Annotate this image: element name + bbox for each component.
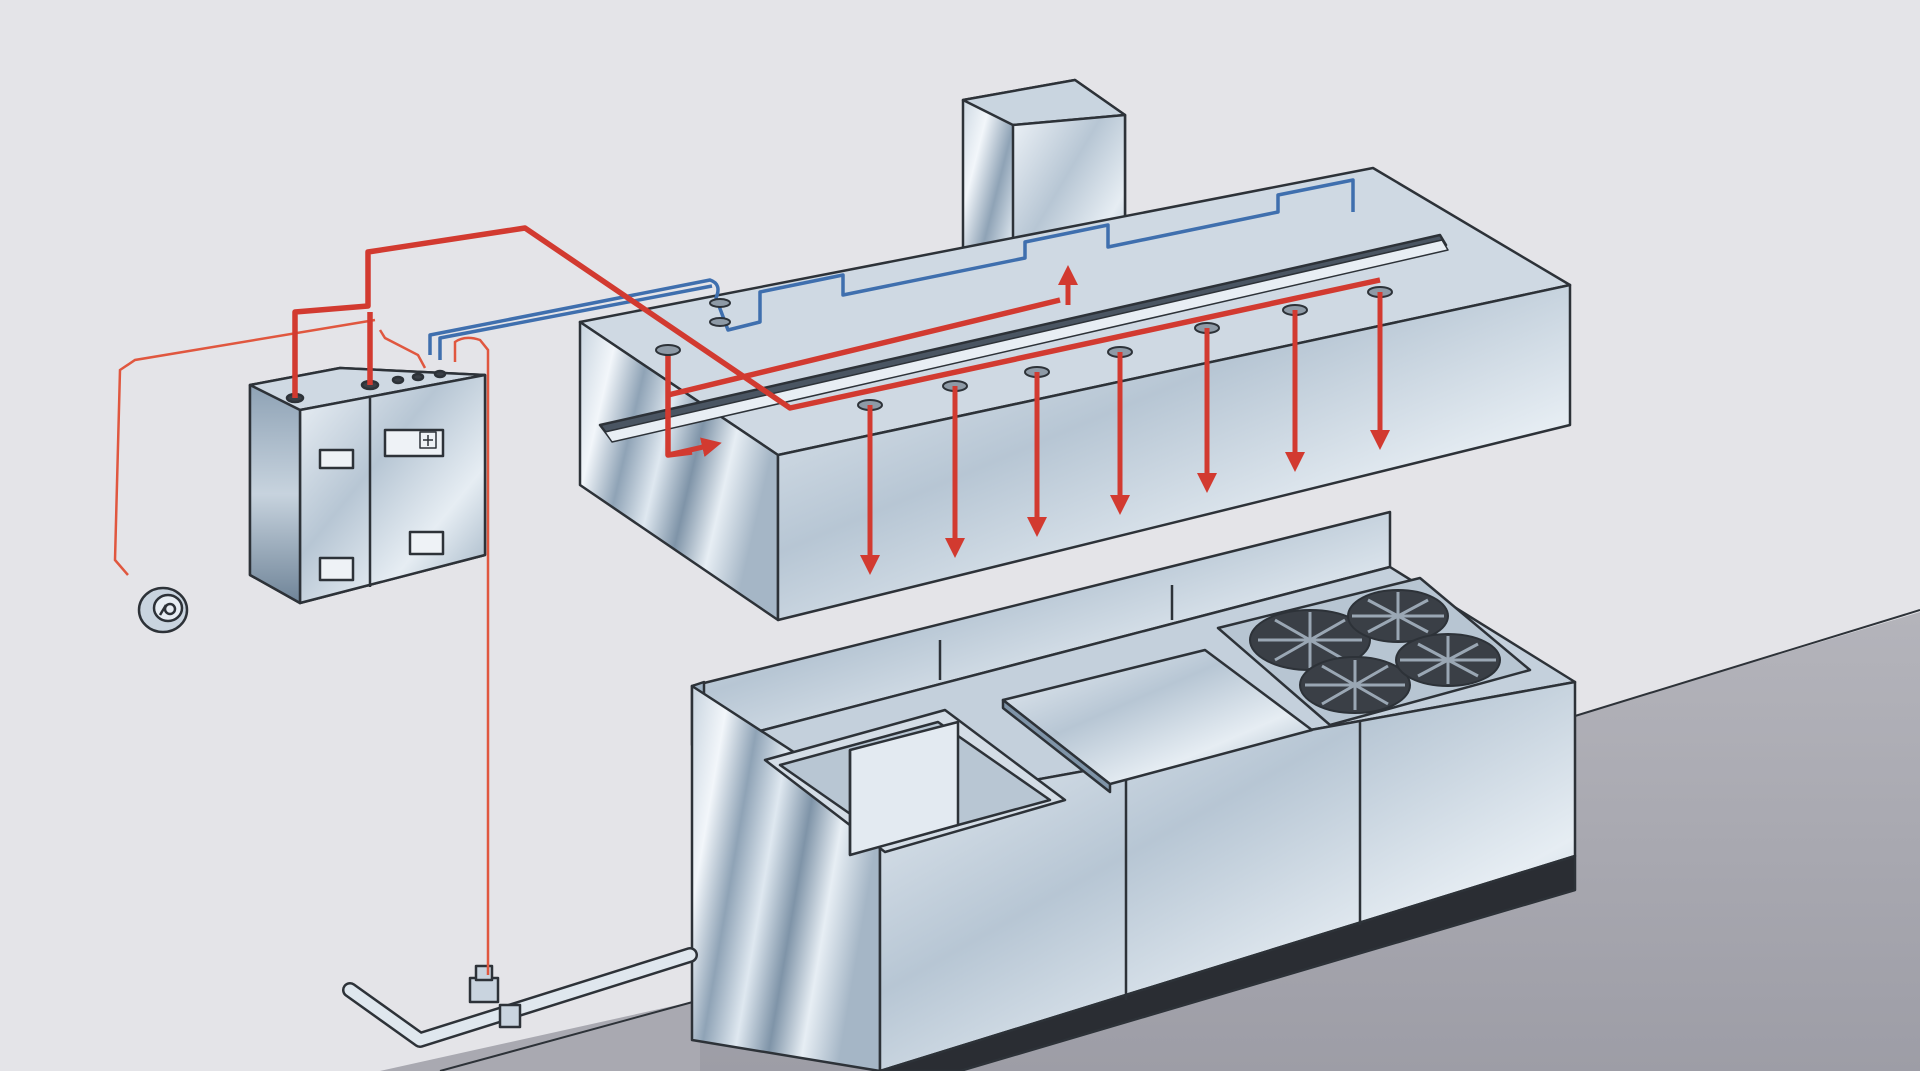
panel-window xyxy=(408,530,445,556)
hood-side xyxy=(776,283,1572,622)
discharge-arrow-icon xyxy=(667,437,722,458)
agent-distribution-piping xyxy=(292,225,1381,458)
discharge-arrows xyxy=(667,265,1390,575)
gas-valve-line xyxy=(113,318,490,975)
burner-icon xyxy=(1347,589,1449,643)
gas-line xyxy=(342,947,698,1048)
floor-wall-edge xyxy=(1574,609,1920,717)
burner-icon xyxy=(1299,656,1411,714)
gas-shutoff-valve-icon[interactable] xyxy=(468,964,522,1029)
exhaust-hood xyxy=(578,166,1572,622)
detection-line xyxy=(428,178,1355,360)
panel-window xyxy=(318,556,355,582)
panel-window xyxy=(318,448,355,470)
burner-grates xyxy=(1249,589,1501,714)
floor-left xyxy=(380,1000,700,1071)
manual-pull-station-icon[interactable] xyxy=(137,586,189,634)
control-panel xyxy=(248,366,487,605)
nozzle-icon xyxy=(709,298,731,308)
nozzle-icon xyxy=(709,317,731,327)
floor-wall-edge-left xyxy=(439,999,701,1071)
nozzle-icon xyxy=(655,344,681,356)
burner-icon xyxy=(1395,633,1501,687)
